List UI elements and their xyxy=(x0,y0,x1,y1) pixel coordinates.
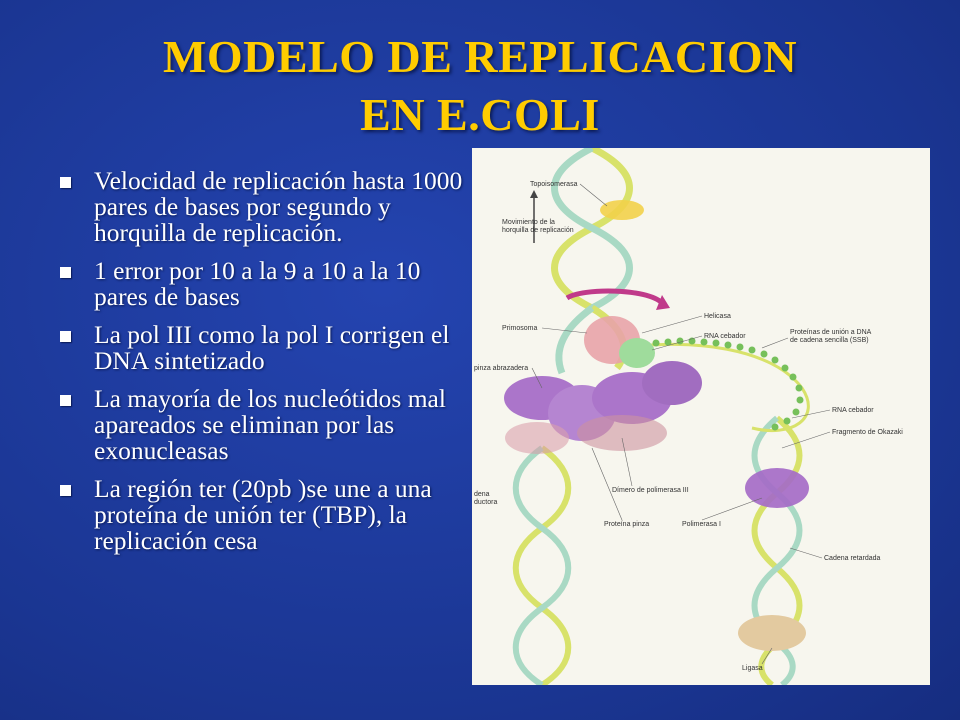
square-bullet-icon xyxy=(60,395,71,406)
bullet-text: La región ter (20pb )se une a una proteí… xyxy=(94,474,432,555)
replication-fork-diagram: Topoisomerasa Movimiento de la horquilla… xyxy=(472,148,930,685)
rotation-arrow-icon xyxy=(565,288,664,305)
bullet-item: La pol III como la pol I corrigen el DNA… xyxy=(58,322,468,374)
label-movimiento-1: Movimiento de la xyxy=(502,219,555,226)
label-ssb-1: Proteínas de unión a DNA xyxy=(790,329,872,336)
square-bullet-icon xyxy=(60,485,71,496)
label-ligasa: Ligasa xyxy=(742,665,763,672)
square-bullet-icon xyxy=(60,177,71,188)
label-leader-lines xyxy=(531,183,831,665)
ssb-coated-strand xyxy=(621,342,810,433)
label-cadena-retardada: Cadena retardada xyxy=(824,555,881,562)
label-dimero: Dímero de polimerasa III xyxy=(612,487,689,494)
leading-strand-helix xyxy=(512,445,572,685)
bullet-text: Velocidad de replicación hasta 1000 pare… xyxy=(94,166,463,247)
bullet-item: 1 error por 10 a la 9 a 10 a la 10 pares… xyxy=(58,258,468,310)
figure-labels: Topoisomerasa Movimiento de la horquilla… xyxy=(474,181,903,672)
bullet-list: Velocidad de replicación hasta 1000 pare… xyxy=(58,168,468,566)
slide-title-line-2: EN E.COLI xyxy=(360,89,600,140)
label-helicasa: Helicasa xyxy=(704,313,731,320)
label-polimerasa-i: Polimerasa I xyxy=(682,521,721,528)
bullet-item: Velocidad de replicación hasta 1000 pare… xyxy=(58,168,468,246)
label-cadena-conductora-2: ductora xyxy=(474,499,497,506)
topoisomerase-protein xyxy=(600,200,644,220)
bullet-text: La mayoría de los nucleótidos mal aparea… xyxy=(94,384,446,465)
square-bullet-icon xyxy=(60,331,71,342)
bullet-text: 1 error por 10 a la 9 a 10 a la 10 pares… xyxy=(94,256,421,311)
label-primosoma: Primosoma xyxy=(502,325,538,332)
bullet-item: La mayoría de los nucleótidos mal aparea… xyxy=(58,386,468,464)
label-rna-cebador-right: RNA cebador xyxy=(832,407,874,414)
replication-fork-svg: Topoisomerasa Movimiento de la horquilla… xyxy=(474,148,903,685)
polymerase-i-protein xyxy=(745,468,809,508)
polymerase-iii-complex xyxy=(504,361,702,454)
bullet-text: La pol III como la pol I corrigen el DNA… xyxy=(94,320,450,375)
bullet-item: La región ter (20pb )se une a una proteí… xyxy=(58,476,468,554)
slide-title: MODELO DE REPLICACION EN E.COLI xyxy=(0,28,960,144)
label-movimiento-2: horquilla de replicación xyxy=(502,227,574,234)
label-okazaki: Fragmento de Okazaki xyxy=(832,429,903,436)
label-proteina-pinza: Proteína pinza xyxy=(604,521,649,528)
ssb-protein-beads xyxy=(628,337,804,431)
slide-title-line-1: MODELO DE REPLICACION xyxy=(162,31,798,82)
label-ssb-2: de cadena sencilla (SSB) xyxy=(790,337,869,344)
ligase-protein xyxy=(738,615,806,651)
label-topoisomerasa: Topoisomerasa xyxy=(530,181,578,188)
label-rna-cebador-top: RNA cebador xyxy=(704,333,746,340)
square-bullet-icon xyxy=(60,267,71,278)
helicase-protein xyxy=(619,338,655,368)
label-cadena-conductora-1: dena xyxy=(474,491,490,498)
label-pinza-abrazadera: pinza abrazadera xyxy=(474,365,528,372)
